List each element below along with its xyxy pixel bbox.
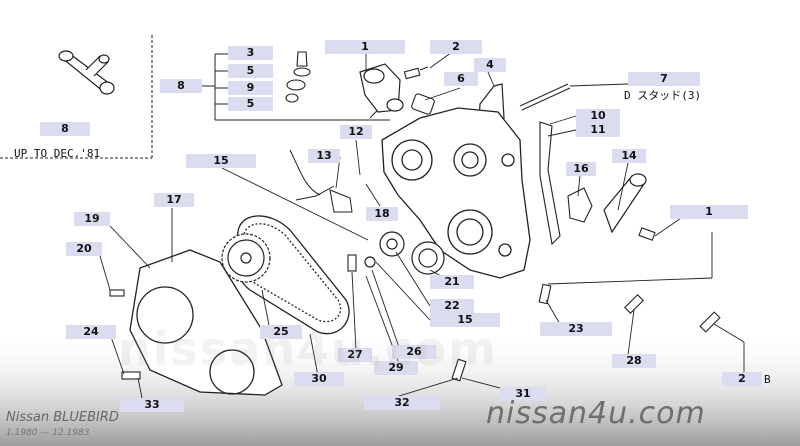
inset-water-outlet [58,50,115,95]
water-outlet [359,63,404,113]
callout-23[interactable]: 23 [540,322,612,336]
site-watermark: nissan4u.com [486,396,706,431]
tensioner-22 [364,231,405,268]
callout-14[interactable]: 14 [612,149,646,163]
inset-note: UP TO DEC.'81 [14,147,101,160]
callout-21[interactable]: 21 [430,275,474,289]
housing-gasket-16 [567,187,593,223]
bolt-set [109,227,721,382]
callout-19[interactable]: 19 [74,212,110,226]
callout-2[interactable]: 2 [430,40,482,54]
callout-1[interactable]: 1 [325,40,405,54]
model-name: Nissan BLUEBIRD [6,410,119,425]
callout-12[interactable]: 12 [340,125,372,139]
callout-8-inset[interactable]: 8 [40,122,90,136]
callout-31[interactable]: 31 [500,387,546,401]
callout-16[interactable]: 16 [566,162,596,176]
thermostat-small-parts [285,51,311,103]
callout-10[interactable]: 10 [576,109,620,123]
callout-5-lower[interactable]: 5 [228,97,273,111]
callout-2-right[interactable]: 2 [722,372,762,386]
callout-30[interactable]: 30 [294,372,344,386]
callout-1-right[interactable]: 1 [670,205,748,219]
cover-seal-strip [539,121,561,246]
stud-7 [519,83,571,111]
callout-6[interactable]: 6 [444,72,478,86]
inset-frame [0,35,153,159]
callout-29[interactable]: 29 [374,361,418,375]
water-inlet-14 [603,173,647,234]
sensor-harness-13 [289,149,353,213]
callout-9[interactable]: 9 [228,81,273,95]
callout-24[interactable]: 24 [66,325,116,339]
callout-13[interactable]: 13 [308,149,340,163]
camshaft-sprocket [221,233,271,283]
callout-33[interactable]: 33 [120,398,184,412]
ghost-watermark: nissan4u.com [118,322,499,376]
callout-15-lower[interactable]: 15 [430,313,500,327]
callout-27[interactable]: 27 [338,348,372,362]
callout-32[interactable]: 32 [364,396,440,410]
callout-4[interactable]: 4 [474,58,506,72]
callout-8[interactable]: 8 [160,79,202,93]
callout-22[interactable]: 22 [430,299,474,313]
callout-5-upper[interactable]: 5 [228,64,273,78]
bolt-2 [403,66,429,80]
callout-28[interactable]: 28 [612,354,656,368]
gasket-6 [411,93,435,115]
callout-7[interactable]: 7 [628,72,700,86]
callout-20[interactable]: 20 [66,242,102,256]
callout-17[interactable]: 17 [154,193,194,207]
callout-11[interactable]: 11 [576,123,620,137]
callout-3[interactable]: 3 [228,46,273,60]
callout-15-upper[interactable]: 15 [186,154,256,168]
callout-18[interactable]: 18 [366,207,398,221]
outer-timing-cover [129,249,283,396]
callout-26[interactable]: 26 [392,345,436,359]
callout-25[interactable]: 25 [260,325,302,339]
stud-note: D スタッド(3) [624,89,702,102]
crankshaft-oil-seal-21 [411,241,445,275]
b-marker: B [764,373,771,386]
production-dates: 1.1980 — 12.1983 [6,428,90,438]
front-timing-cover [381,107,531,279]
